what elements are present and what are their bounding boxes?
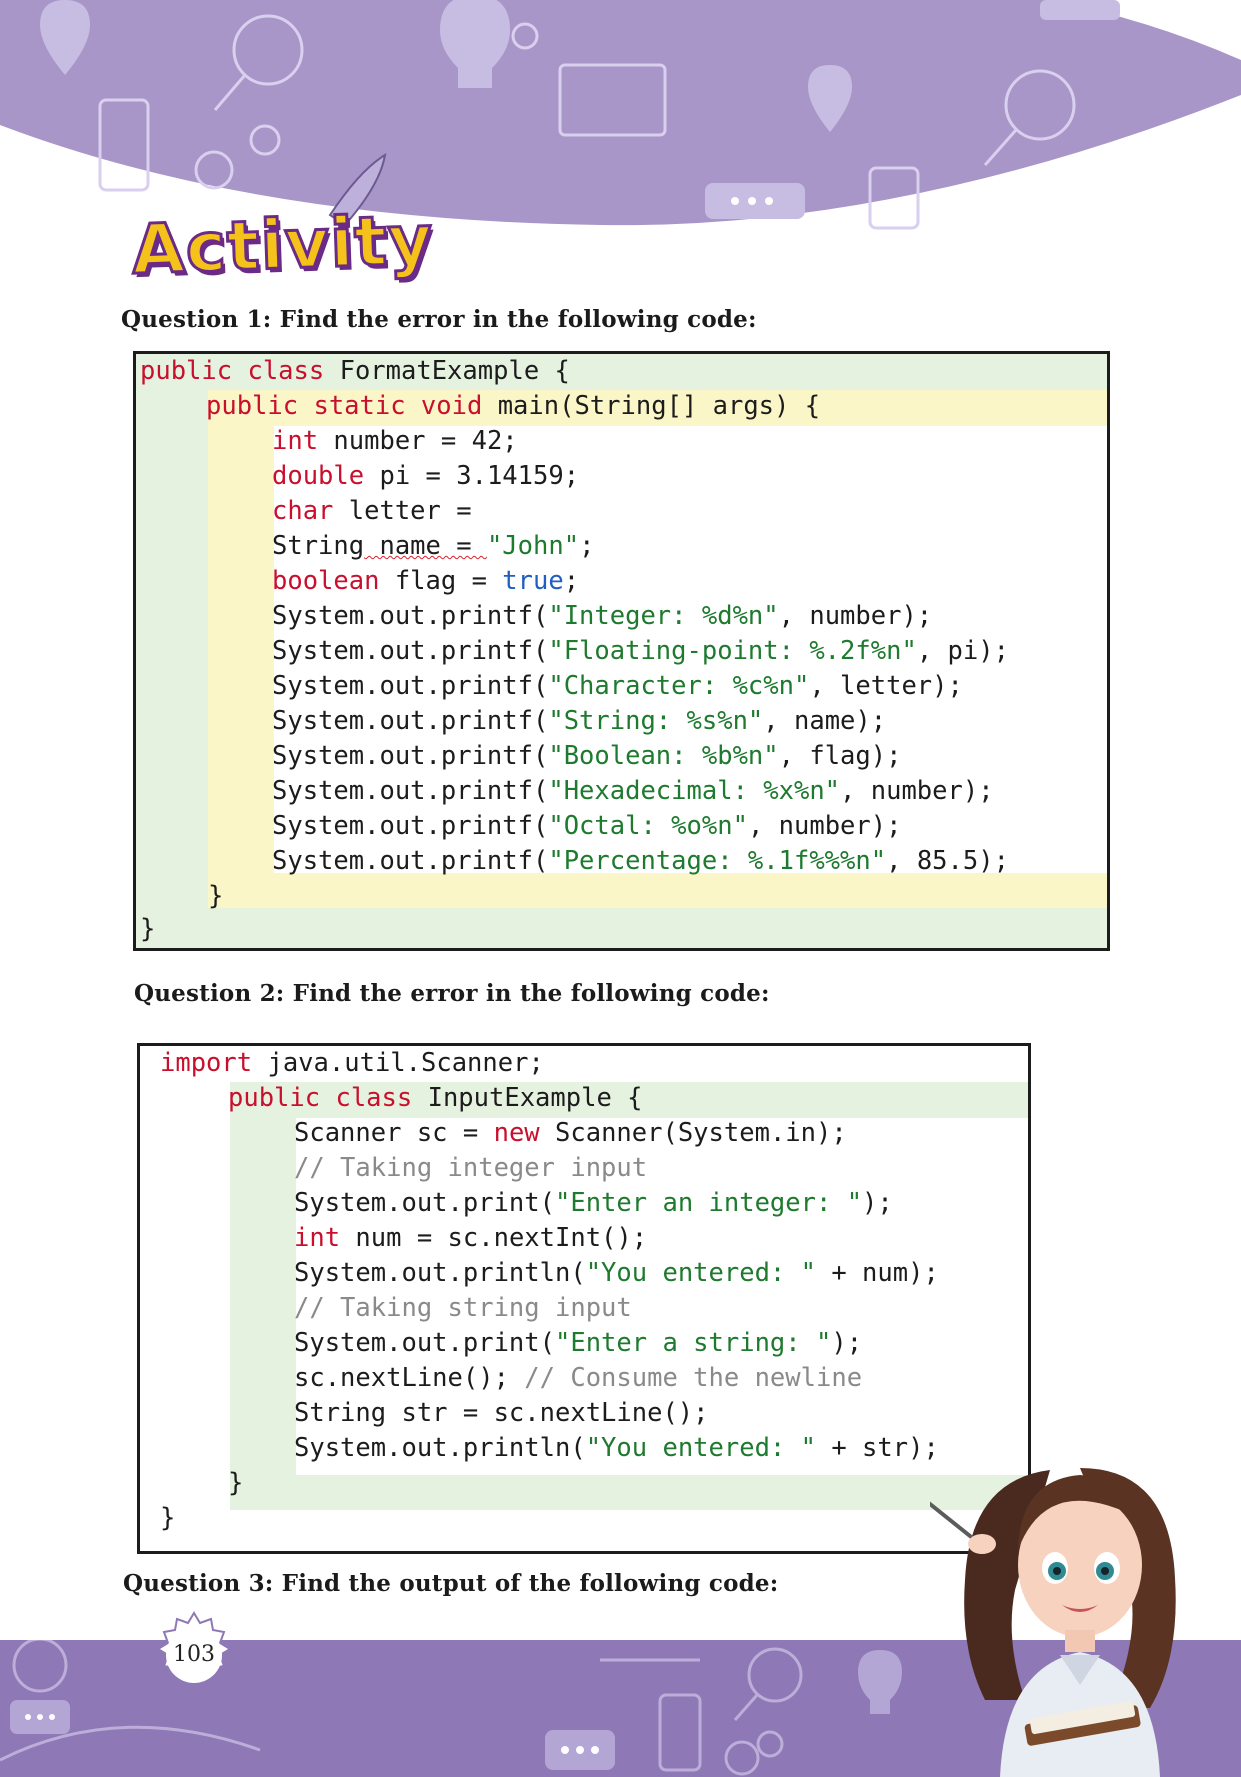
- question-3-title: Question 3: Find the output of the follo…: [123, 1570, 779, 1597]
- code-line: }: [160, 1503, 176, 1533]
- code-line: // Taking string input: [294, 1293, 632, 1323]
- code-line: System.out.printf("Hexadecimal: %x%n", n…: [272, 776, 994, 806]
- header-illustration: [0, 0, 1241, 230]
- code-line: System.out.printf("Integer: %d%n", numbe…: [272, 601, 933, 631]
- code-line: int number = 42;: [272, 426, 518, 456]
- code-line: System.out.print("Enter a string: ");: [294, 1328, 863, 1358]
- code-line: }: [140, 914, 156, 944]
- code-line: int num = sc.nextInt();: [294, 1223, 648, 1253]
- question-1-title: Question 1: Find the error in the follow…: [121, 306, 757, 333]
- code-line: }: [208, 881, 224, 911]
- code-block-input-example: import java.util.Scanner; public class I…: [137, 1043, 1031, 1554]
- code-line: public static void main(String[] args) {: [206, 391, 821, 421]
- code-line: System.out.print("Enter an integer: ");: [294, 1188, 893, 1218]
- code-line: // Taking integer input: [294, 1153, 648, 1183]
- page-number-badge: 103: [150, 1611, 238, 1699]
- code-line: System.out.printf("Percentage: %.1f%%%n"…: [272, 846, 1009, 876]
- code-line: boolean flag = true;: [272, 566, 580, 596]
- code-line: System.out.printf("Boolean: %b%n", flag)…: [272, 741, 902, 771]
- class-body-highlight: [296, 1118, 1028, 1475]
- code-line: System.out.printf("String: %s%n", name);: [272, 706, 887, 736]
- teacher-character-illustration: [930, 1468, 1176, 1777]
- code-line: String str = sc.nextLine();: [294, 1398, 709, 1428]
- code-line: System.out.printf("Floating-point: %.2f%…: [272, 636, 1009, 666]
- code-line: public class FormatExample {: [140, 356, 570, 386]
- gear-icon: [156, 1611, 232, 1687]
- code-line: double pi = 3.14159;: [272, 461, 580, 491]
- footer-illustration: [0, 1640, 902, 1776]
- code-line: sc.nextLine(); // Consume the newline: [294, 1363, 863, 1393]
- code-line: public class InputExample {: [228, 1083, 643, 1113]
- code-line: char letter =: [272, 496, 472, 526]
- code-line: System.out.println("You entered: " + num…: [294, 1258, 939, 1288]
- activity-heading: Activity: [129, 199, 436, 291]
- method-body-highlight: [274, 426, 1107, 873]
- page-number: 103: [173, 1642, 215, 1667]
- code-line: String name = "John";: [272, 531, 595, 561]
- code-block-format-example: public class FormatExample { public stat…: [133, 351, 1110, 951]
- code-line: Scanner sc = new Scanner(System.in);: [294, 1118, 847, 1148]
- code-line: }: [228, 1468, 244, 1498]
- question-2-title: Question 2: Find the error in the follow…: [134, 980, 770, 1007]
- code-line: System.out.printf("Character: %c%n", let…: [272, 671, 963, 701]
- code-line: import java.util.Scanner;: [160, 1048, 544, 1078]
- code-line: System.out.printf("Octal: %o%n", number)…: [272, 811, 902, 841]
- header-banner: [0, 0, 1241, 240]
- code-line: System.out.println("You entered: " + str…: [294, 1433, 939, 1463]
